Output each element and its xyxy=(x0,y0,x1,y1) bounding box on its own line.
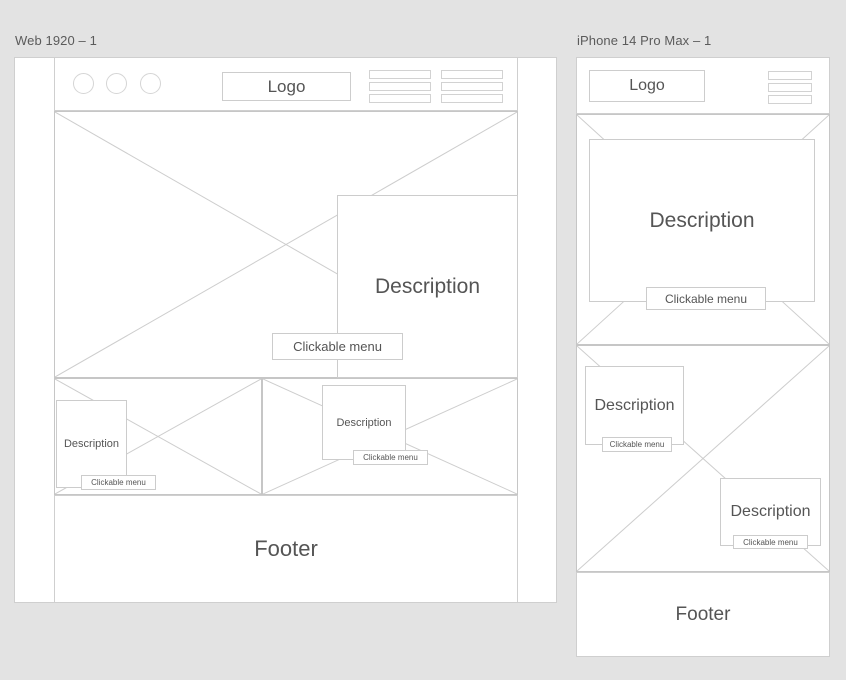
web-mid-right-description-card: Description xyxy=(322,385,406,460)
window-dot-3-icon[interactable] xyxy=(140,73,161,94)
phone-hero-description-card: Description xyxy=(589,139,815,302)
web-frame-label: Web 1920 – 1 xyxy=(15,33,97,48)
phone-mid-top-clickable-menu-button[interactable]: Clickable menu xyxy=(602,437,672,452)
phone-footer-label: Footer xyxy=(675,603,731,625)
phone-menu-bar-2[interactable] xyxy=(768,83,812,92)
web-hero-clickable-menu-button[interactable]: Clickable menu xyxy=(272,333,403,360)
web-logo-label: Logo xyxy=(267,76,306,96)
web-mid-right-description-label: Description xyxy=(336,416,392,429)
web-mid-left-clickable-menu-label: Clickable menu xyxy=(91,478,146,487)
web-mid-right-clickable-menu-button[interactable]: Clickable menu xyxy=(353,450,428,465)
web-menu-bar-4[interactable] xyxy=(441,70,503,79)
phone-logo-label: Logo xyxy=(629,77,665,94)
web-menu-bar-1[interactable] xyxy=(369,70,431,79)
phone-mid-bottom-description-card: Description xyxy=(720,478,821,546)
phone-hero-clickable-menu-button[interactable]: Clickable menu xyxy=(646,287,766,310)
phone-logo-box[interactable]: Logo xyxy=(589,70,705,102)
web-menu-bar-6[interactable] xyxy=(441,94,503,103)
web-mid-left-clickable-menu-button[interactable]: Clickable menu xyxy=(81,475,156,490)
phone-mid-top-clickable-menu-label: Clickable menu xyxy=(609,440,665,449)
phone-hero-clickable-menu-label: Clickable menu xyxy=(664,291,748,306)
web-hero-clickable-menu-label: Clickable menu xyxy=(293,339,382,354)
window-dot-2-icon[interactable] xyxy=(106,73,127,94)
web-mid-left-description-card: Description xyxy=(56,400,127,488)
window-dot-1-icon[interactable] xyxy=(73,73,94,94)
web-menu-bar-3[interactable] xyxy=(369,94,431,103)
phone-mid-bottom-clickable-menu-button[interactable]: Clickable menu xyxy=(733,535,808,549)
phone-mid-top-description-label: Description xyxy=(594,396,675,414)
phone-mid-top-description-card: Description xyxy=(585,366,684,445)
phone-mid-bottom-description-label: Description xyxy=(730,503,811,520)
phone-hero-description-label: Description xyxy=(649,208,755,232)
phone-mid-bottom-clickable-menu-label: Clickable menu xyxy=(743,537,798,547)
phone-frame-label: iPhone 14 Pro Max – 1 xyxy=(577,33,712,48)
web-menu-bar-2[interactable] xyxy=(369,82,431,91)
web-hero-description-label: Description xyxy=(374,274,481,298)
phone-footer: Footer xyxy=(576,572,830,657)
web-mid-left-description-label: Description xyxy=(63,438,120,450)
phone-menu-bar-3[interactable] xyxy=(768,95,812,104)
web-menu-bar-5[interactable] xyxy=(441,82,503,91)
phone-menu-bar-1[interactable] xyxy=(768,71,812,80)
web-footer: Footer xyxy=(54,495,518,603)
web-mid-right-clickable-menu-label: Clickable menu xyxy=(363,453,418,462)
web-logo-box[interactable]: Logo xyxy=(222,72,351,101)
web-footer-label: Footer xyxy=(254,536,318,561)
